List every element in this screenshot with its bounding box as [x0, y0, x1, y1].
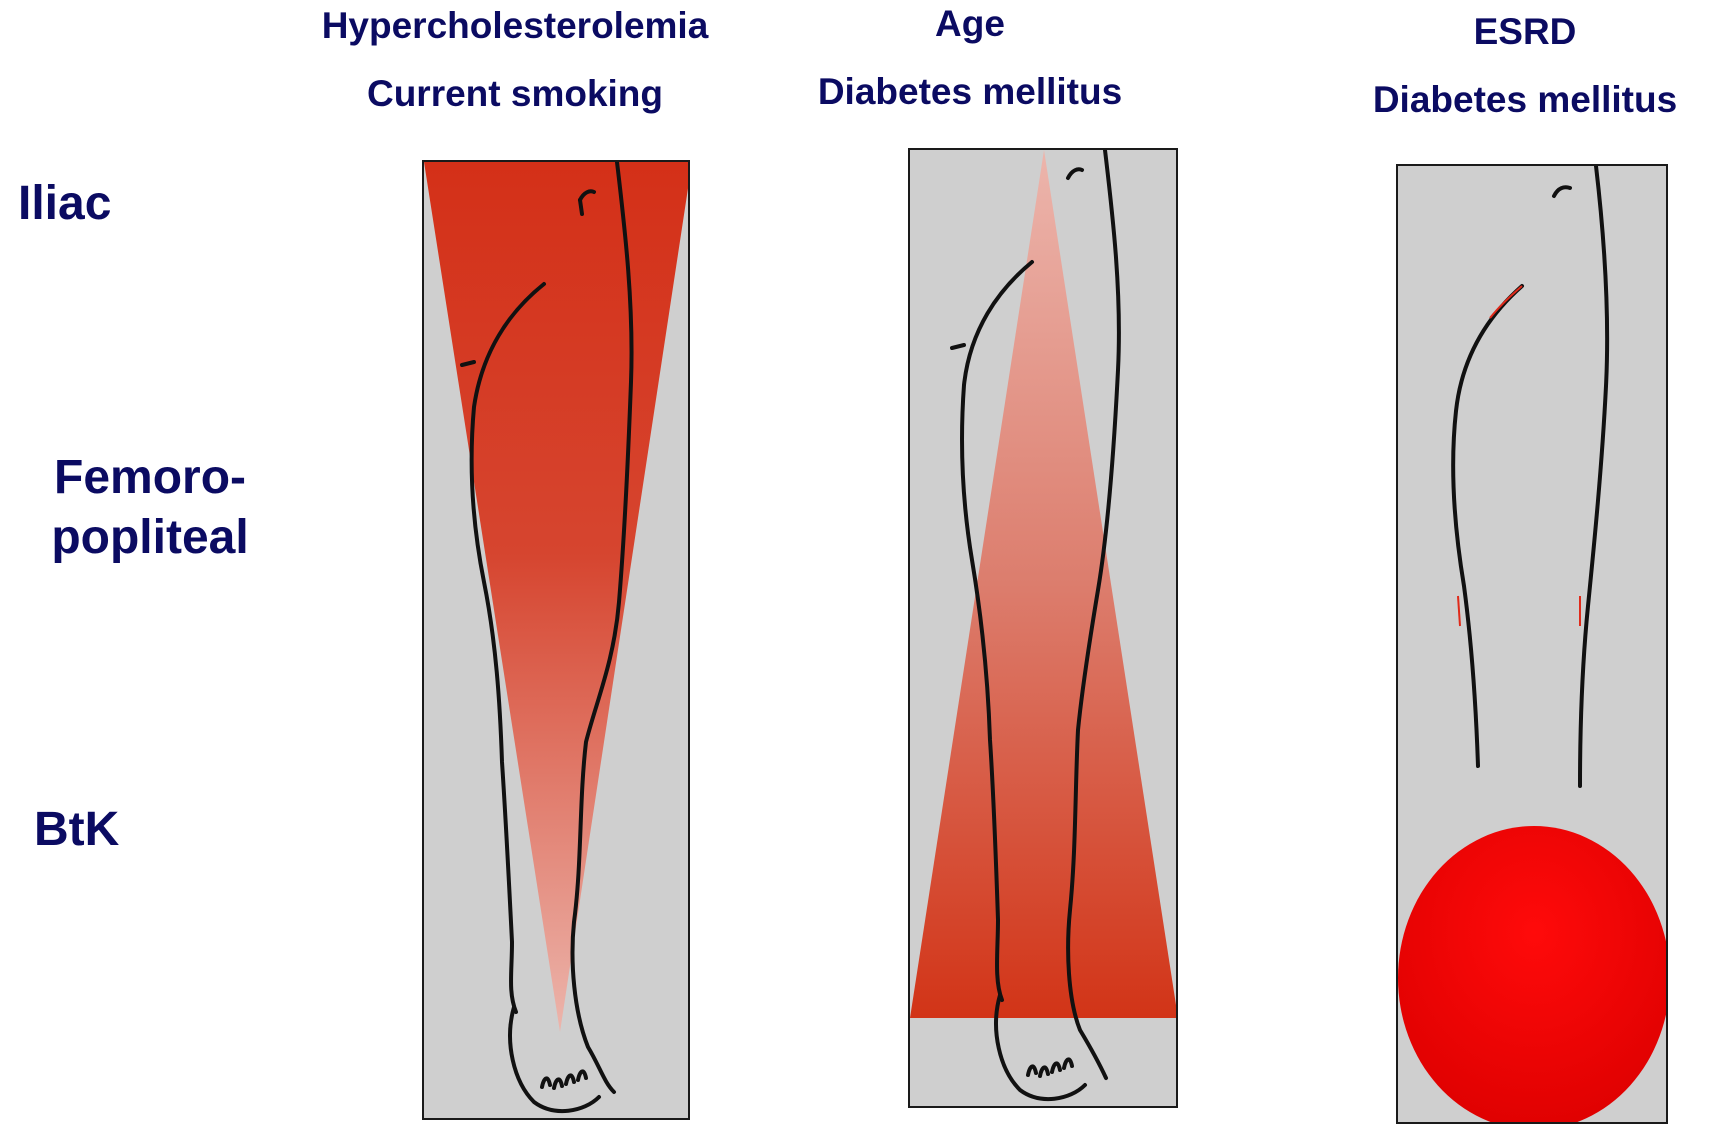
disease-focus-circle	[1398, 826, 1668, 1124]
leg-diagram-1	[424, 162, 690, 1120]
leg-diagram-2	[910, 150, 1178, 1108]
row-label-femoropopliteal: Femoro- popliteal	[30, 448, 270, 568]
column-2-header-line-2: Diabetes mellitus	[790, 58, 1150, 126]
disease-distribution-triangle	[910, 150, 1178, 1018]
row-label-btk: BtK	[34, 800, 119, 860]
panel-proximal-pattern	[422, 160, 690, 1120]
leg-artery-outline	[1453, 166, 1607, 786]
row-label-iliac: Iliac	[18, 174, 111, 234]
row-label-femoropopliteal-line-1: Femoro-	[30, 448, 270, 508]
panel-focal-btk-pattern	[1396, 164, 1668, 1124]
column-3-header-line-1: ESRD	[1340, 0, 1710, 66]
column-1-header-line-2: Current smoking	[300, 60, 730, 128]
column-1-header: Hypercholesterolemia Current smoking	[300, 0, 730, 128]
row-label-femoropopliteal-line-2: popliteal	[30, 508, 270, 568]
leg-diagram-3	[1398, 166, 1668, 1124]
column-2-header-line-1: Age	[790, 0, 1150, 58]
column-3-header-line-2: Diabetes mellitus	[1340, 66, 1710, 134]
panel-distal-pattern	[908, 148, 1178, 1108]
disease-distribution-inverted-triangle	[424, 162, 690, 1032]
column-3-header: ESRD Diabetes mellitus	[1340, 0, 1710, 134]
column-2-header: Age Diabetes mellitus	[790, 0, 1150, 126]
column-1-header-line-1: Hypercholesterolemia	[300, 0, 730, 60]
